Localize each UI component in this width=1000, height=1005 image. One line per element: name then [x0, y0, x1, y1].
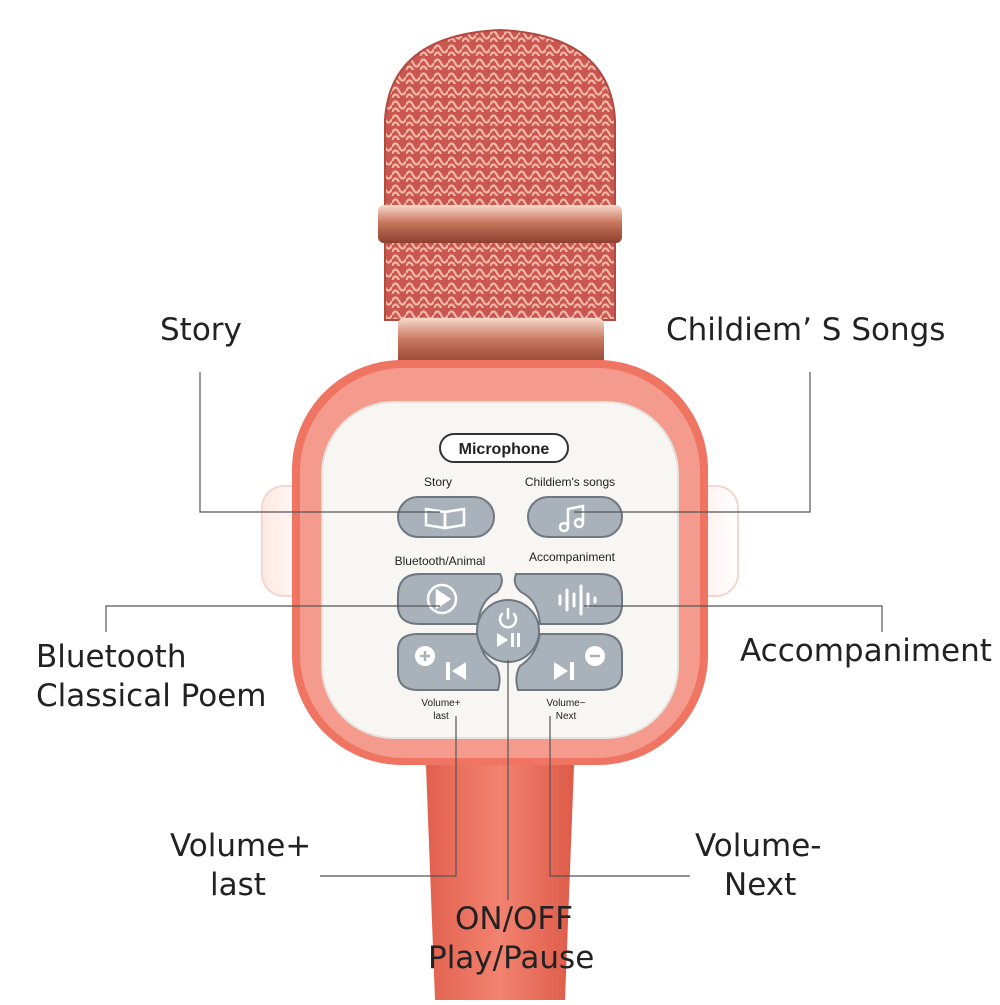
volume-plus-callout-line1: Volume+ [170, 828, 312, 864]
bluetooth-callout-line2: Classical Poem [36, 678, 267, 714]
accompaniment-panel-label: Accompaniment [529, 550, 616, 564]
volume-minus-icon [585, 646, 605, 666]
volume-minus-panel-label: Volume− [546, 698, 585, 709]
power-callout-line2: Play/Pause [428, 940, 595, 976]
power-icon [498, 607, 518, 629]
chrome-collar [398, 318, 604, 366]
songs-panel-label: Childiem's songs [525, 475, 615, 489]
childrens-songs-callout: Childiem’ S Songs [666, 312, 946, 348]
volume-plus-last-button[interactable] [397, 633, 501, 691]
accompaniment-button[interactable] [513, 573, 623, 625]
accompaniment-callout: Accompaniment [740, 633, 992, 669]
bluetooth-callout-line1: Bluetooth [36, 639, 187, 675]
chrome-ring [378, 205, 622, 243]
brand-badge [439, 433, 569, 463]
power-callout-line1: ON/OFF [455, 901, 574, 937]
volume-plus-panel-label: Volume+ [421, 698, 460, 709]
bluetooth-panel-label: Bluetooth/Animal [395, 554, 486, 568]
story-callout: Story [160, 312, 242, 348]
callout-leader-lines [105, 372, 883, 900]
brand-label: Microphone [459, 441, 550, 458]
book-icon [424, 507, 466, 530]
story-panel-label: Story [424, 475, 452, 489]
power-play-pause-button[interactable] [476, 599, 540, 663]
volume-plus-callout-line2: last [210, 867, 266, 903]
childrens-songs-button[interactable] [527, 496, 623, 538]
bluetooth-play-icon [426, 583, 458, 615]
volume-plus-panel-label-2: last [433, 711, 449, 722]
bluetooth-classical-poem-button[interactable] [397, 573, 503, 625]
skip-back-icon [446, 662, 466, 680]
play-pause-icon [497, 633, 520, 647]
story-button[interactable] [397, 496, 495, 538]
sound-wave-icon [558, 584, 597, 616]
volume-minus-callout-line1: Volume- [695, 828, 822, 864]
music-note-icon [558, 504, 585, 533]
microphone-grille [378, 28, 622, 366]
volume-plus-icon [415, 646, 435, 666]
volume-minus-callout-line2: Next [724, 867, 797, 903]
skip-forward-icon [554, 662, 574, 680]
microphone-handle [425, 740, 575, 1000]
volume-minus-next-button[interactable] [515, 633, 623, 691]
volume-minus-panel-label-2: Next [556, 711, 577, 722]
